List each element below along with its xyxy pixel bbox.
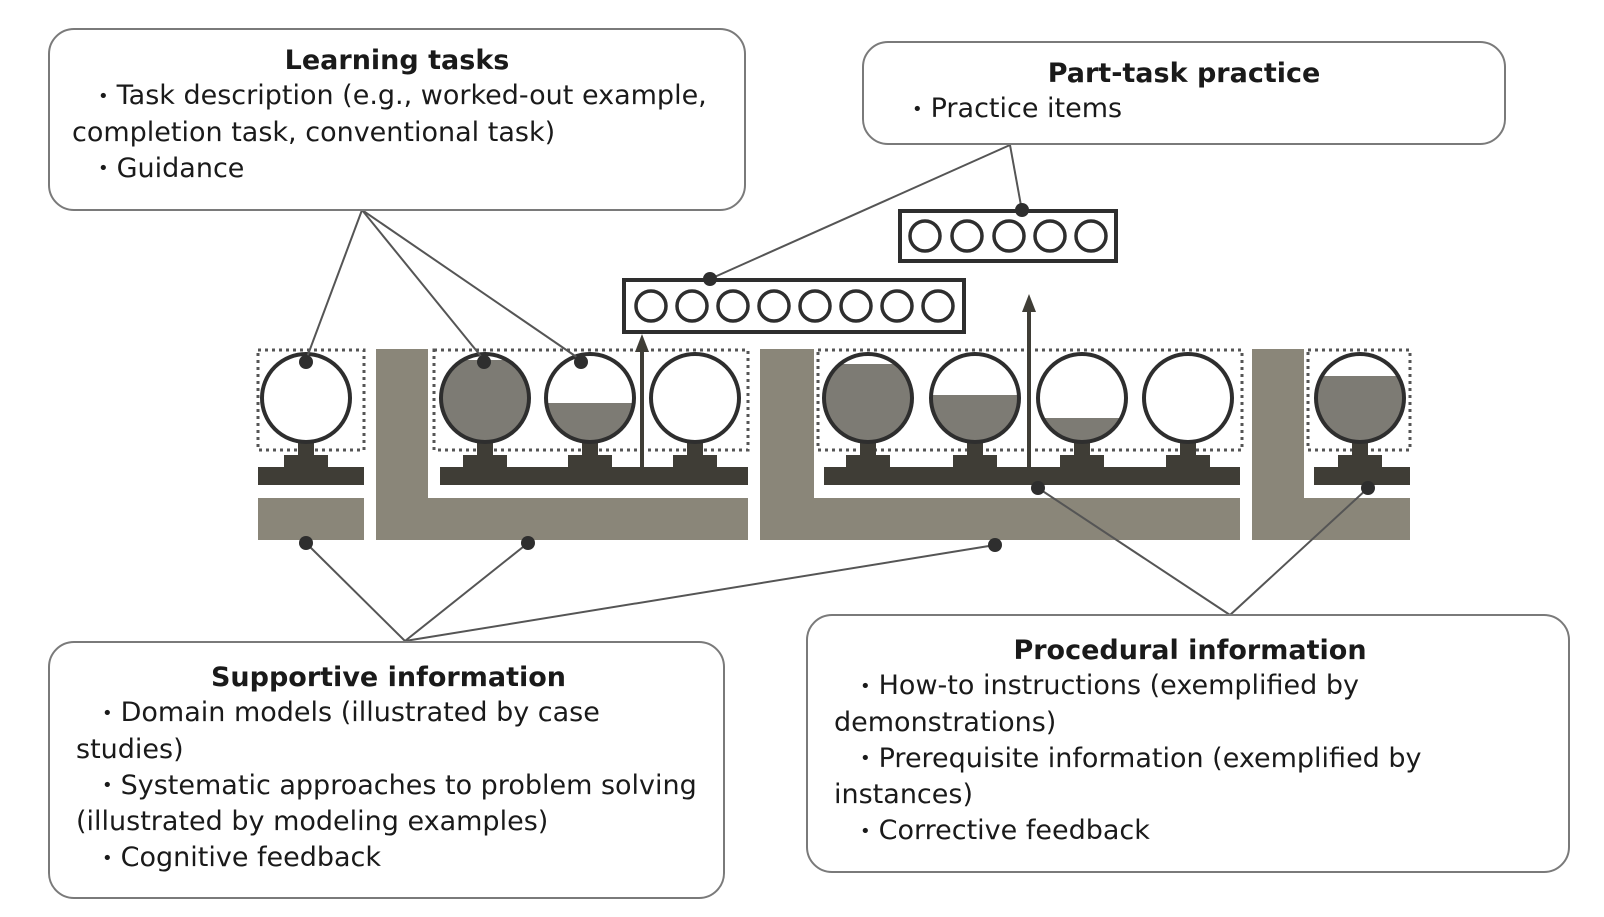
procedural-information-item: instances) xyxy=(834,779,973,810)
procedural-information-bars xyxy=(258,467,1410,485)
support-band xyxy=(1252,349,1410,540)
practice-item xyxy=(1033,219,1067,253)
practice-item xyxy=(908,219,942,253)
part-task-practice-title: Part-task practice xyxy=(1047,58,1321,89)
practice-item xyxy=(1074,219,1108,253)
support-band xyxy=(258,498,364,540)
learning-tasks-item: completion task, conventional task) xyxy=(72,116,556,148)
practice-item xyxy=(950,219,984,253)
procedural-information-item: Corrective feedback xyxy=(834,813,1546,850)
connector-lines xyxy=(305,144,1369,642)
procedural-information-item: demonstrations) xyxy=(834,706,1057,738)
learning-task-circle xyxy=(1314,352,1406,444)
procedural-information-item: How-to instructions (exemplified by xyxy=(834,668,1546,705)
part-task-practice-item: Practice items xyxy=(886,91,1482,128)
learning-task-circle xyxy=(439,352,531,444)
practice-item xyxy=(798,289,832,323)
practice-item-box-1 xyxy=(622,278,966,334)
supportive-information-item: Domain models (illustrated by case xyxy=(76,695,701,732)
learning-tasks-title: Learning tasks xyxy=(284,45,510,76)
practice-item xyxy=(757,289,791,323)
learning-task-circle xyxy=(1142,352,1234,444)
practice-item xyxy=(921,289,955,323)
learning-tasks-item: Guidance xyxy=(72,151,722,188)
practice-item xyxy=(716,289,750,323)
supportive-information-item: Cognitive feedback xyxy=(76,840,701,877)
part-task-practice-box: Part-task practice Practice items xyxy=(862,41,1506,145)
procedural-information-box: Procedural information How-to instructio… xyxy=(806,614,1570,873)
learning-task-circles xyxy=(260,352,1406,444)
circle-stems xyxy=(284,442,1382,467)
learning-tasks-box: Learning tasks Task description (e.g., w… xyxy=(48,28,746,211)
supportive-information-item: studies) xyxy=(76,733,184,765)
procedural-information-title: Procedural information xyxy=(1013,635,1367,666)
practice-item xyxy=(634,289,668,323)
supportive-information-item: Systematic approaches to problem solving xyxy=(76,768,701,805)
support-band xyxy=(760,349,1240,540)
supportive-information-bands xyxy=(258,349,1410,540)
support-band xyxy=(376,349,748,540)
learning-task-circle xyxy=(544,352,636,444)
learning-tasks-item: Task description (e.g., worked-out examp… xyxy=(72,78,722,115)
practice-item-box-2 xyxy=(898,209,1118,263)
practice-item xyxy=(992,219,1026,253)
learning-task-circle xyxy=(649,352,741,444)
supportive-information-title: Supportive information xyxy=(210,662,567,693)
connector-dots xyxy=(299,203,1375,552)
practice-item xyxy=(839,289,873,323)
learning-task-circle xyxy=(1036,352,1128,444)
practice-item xyxy=(675,289,709,323)
practice-item xyxy=(880,289,914,323)
supportive-information-box: Supportive information Domain models (il… xyxy=(48,641,725,899)
procedural-information-item: Prerequisite information (exemplified by xyxy=(834,741,1546,778)
learning-task-circle xyxy=(260,352,352,444)
learning-task-circle xyxy=(822,352,914,444)
supportive-information-item: (illustrated by modeling examples) xyxy=(76,806,549,837)
practice-arrows xyxy=(635,294,1036,467)
learning-task-circle xyxy=(929,352,1021,444)
